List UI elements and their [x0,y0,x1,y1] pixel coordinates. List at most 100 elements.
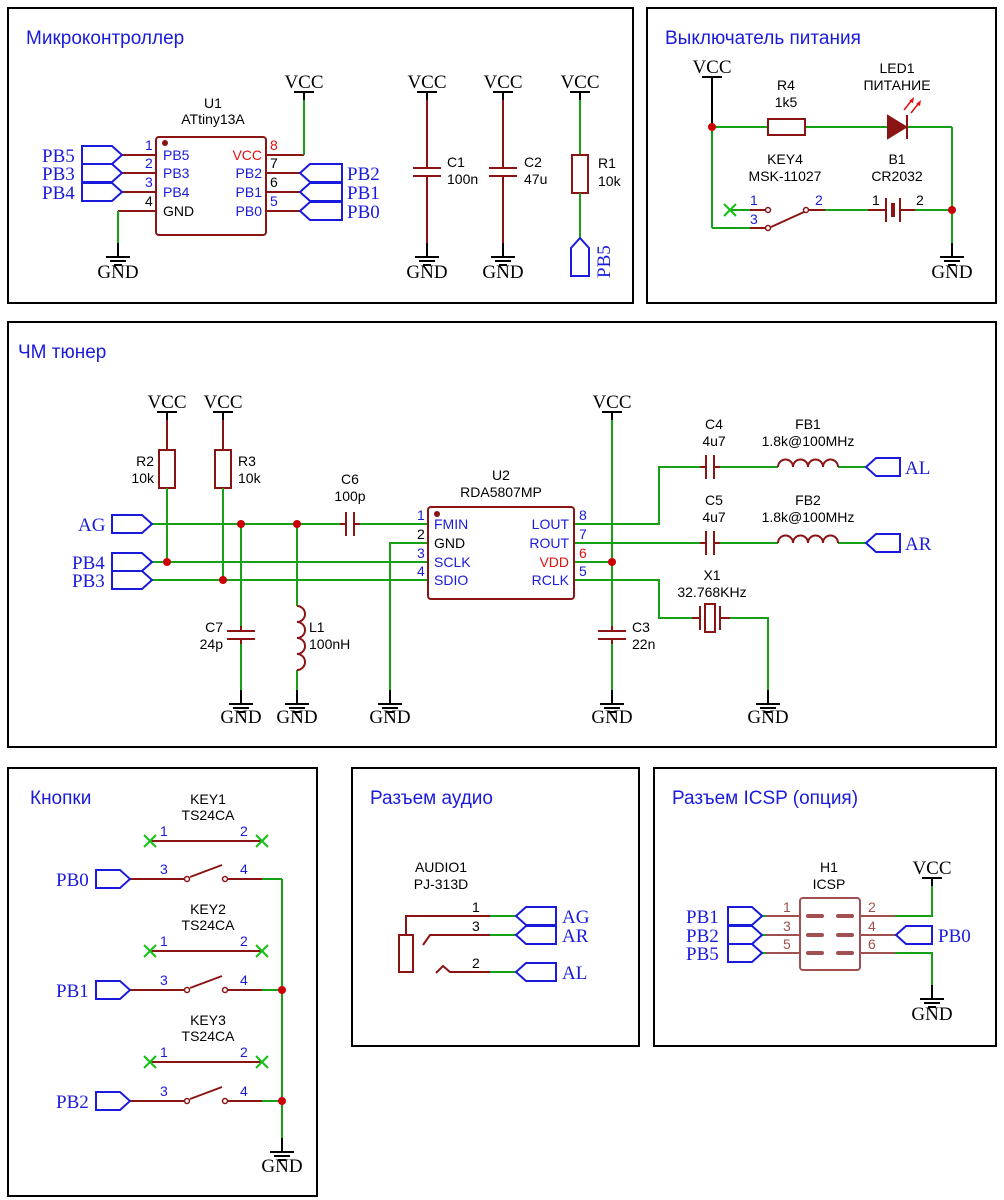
gnd-label: GND [911,1004,952,1025]
r3-ref: R3 [238,453,256,469]
gnd-label: GND [261,1156,302,1177]
net-label-text: PB3 [72,571,105,592]
net-label-pb0: PB0 [56,869,132,891]
net-label-text: PB5 [42,146,75,167]
c1-capacitor: VCC GND C1 100n [406,72,478,283]
c4-ref: C4 [705,416,723,432]
key2-pin: 3 [160,972,168,988]
fm-tuner-frame [7,321,997,748]
gnd-label: GND [369,707,410,728]
c1-value: 100n [447,171,478,187]
vcc-symbol: VCC [203,392,243,421]
power-switch-wires [711,85,953,243]
h1-ref: H1 [820,859,838,875]
u2-pin-name: RCLK [532,572,570,588]
h1-pin: 5 [783,936,791,952]
u1-pin-num: 4 [145,193,153,209]
vcc-label: VCC [912,858,951,879]
b1-value: CR2032 [871,168,923,184]
net-label-ar: AR [864,533,932,555]
u2-pin-num: 5 [579,563,587,579]
no-connect-marker [143,944,269,958]
u1-pin-name: GND [163,203,194,219]
key1-pin: 4 [240,861,248,877]
buttons-title: Кнопки [30,788,91,809]
icsp-conn-frame [653,767,997,1047]
no-connect-marker [723,203,737,217]
b1-pin: 2 [916,192,924,208]
r1-value: 10k [598,173,622,189]
u2-pin-name: SDIO [434,572,468,588]
h1-value: ICSP [813,876,846,892]
u2-pin-num: 7 [579,526,587,542]
fb2-ferrite-bead: FB2 1.8k@100MHz [762,492,854,544]
junction [948,206,956,214]
x1-value: 32.768KHz [677,584,746,600]
h1-pin: 2 [868,899,876,915]
r3-resistor: R3 10k [214,420,262,489]
u2-value: RDA5807MP [460,484,542,500]
u1-pin-num: 8 [270,137,278,153]
c6-ref: C6 [341,471,359,487]
net-label-text: PB4 [42,183,75,204]
vcc-label: VCC [692,57,731,78]
icsp-conn-title: Разъем ICSP (опция) [672,788,858,809]
junction [237,520,245,528]
c6-capacitor: C6 100p [334,471,366,536]
net-label-pb3: PB3 [42,163,124,185]
u1-pin-num: 1 [145,137,153,153]
u1-pin-name: PB0 [236,203,263,219]
gnd-symbol: GND [276,689,318,728]
vcc-symbol: VCC [912,858,952,887]
c7-ref: C7 [205,619,223,635]
audio1-pin: 2 [472,955,480,971]
vcc-label: VCC [284,72,323,93]
net-label-text: AR [562,926,589,947]
b1-ref: B1 [888,151,905,167]
c5-value: 4u7 [702,509,726,525]
key1-pin: 3 [160,861,168,877]
fm-tuner-title: ЧМ тюнер [18,342,106,363]
c2-value: 47u [524,171,547,187]
net-label-pb3: PB3 [72,570,154,592]
net-label-pb4: PB4 [72,552,154,574]
key3-ref: KEY3 [190,1012,226,1028]
u2-pin-num: 1 [417,507,425,523]
key3-pin: 2 [240,1044,248,1060]
gnd-label: GND [747,707,788,728]
key1-pin: 1 [160,823,168,839]
net-label-text: PB2 [56,1092,89,1113]
net-label-text: AL [905,458,930,479]
u2-pin-num: 2 [417,526,425,542]
c6-value: 100p [334,488,365,504]
net-label-text: PB0 [347,202,380,223]
h1-pin: 6 [868,936,876,952]
key4-value: MSK-11027 [749,168,822,184]
audio-conn-title: Разъем аудио [370,788,493,809]
r4-ref: R4 [777,77,795,93]
vcc-label: VCC [592,392,631,413]
net-label-pb5: PB5 [686,943,764,965]
key2-pin: 1 [160,933,168,949]
c7-capacitor: C7 24p [200,619,255,652]
key3-pin: 1 [160,1044,168,1060]
gnd-label: GND [220,707,261,728]
u1-pin-num: 7 [270,155,278,171]
r2-ref: R2 [136,453,154,469]
audio1-value: PJ-313D [414,876,468,892]
h1-pin: 3 [783,918,791,934]
vcc-symbol: VCC [592,392,632,421]
fb1-value: 1.8k@100MHz [762,433,855,449]
net-label-text: PB1 [686,907,719,928]
gnd-symbol: GND [97,242,139,283]
no-connect-marker [143,1055,269,1069]
net-label-text: PB3 [42,164,75,185]
net-label-pb5: PB5 [42,145,124,167]
r4-resistor: R4 1k5 [767,77,806,136]
net-label-text: AL [562,963,587,984]
u1-ref: U1 [204,95,222,111]
vcc-label: VCC [147,392,186,413]
power-switch-frame [646,7,997,304]
mcu-frame [7,7,634,304]
c2-capacitor: VCC GND C2 47u [482,72,547,283]
